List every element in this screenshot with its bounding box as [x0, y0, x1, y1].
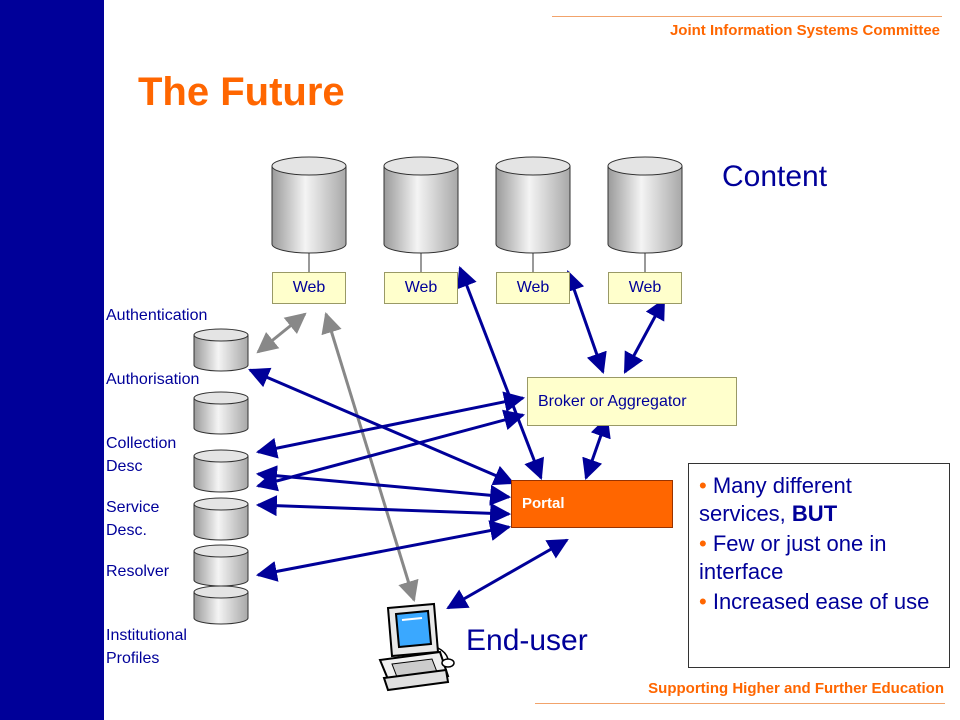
service-label-authorisation: Authorisation [106, 371, 200, 388]
service-database-collection [193, 449, 249, 493]
bullet-marker: • [699, 531, 707, 556]
footer-rule [535, 703, 945, 704]
web-label-1: Web [272, 272, 346, 304]
arrow-portal-enduser [446, 538, 569, 610]
content-database-3 [495, 156, 571, 272]
portal-box: Portal [511, 480, 673, 528]
service-label-collection-desc: Desc [106, 458, 143, 475]
arrow-web4-broker [623, 298, 666, 374]
web-label-4: Web [608, 272, 682, 304]
service-label-authentication: Authentication [106, 307, 208, 324]
bullet-1-emphasis: BUT [791, 501, 838, 526]
web-label-3: Web [496, 272, 570, 304]
service-label-service-desc: Desc. [106, 522, 147, 539]
bullet-marker: • [699, 589, 707, 614]
web-label-2: Web [384, 272, 458, 304]
service-label-profiles: Profiles [106, 650, 160, 667]
bullet-item-2: • Few or just one in interface [699, 530, 939, 586]
content-label: Content [722, 160, 828, 193]
bullet-item-3: • Increased ease of use [699, 588, 939, 616]
service-label-resolver: Resolver [106, 563, 170, 580]
service-database-resolver [193, 544, 249, 587]
bullet-2-text: Few or just one in interface [699, 531, 887, 584]
service-database-service [193, 497, 249, 541]
arrow-service-portal [255, 495, 512, 524]
footer-tagline: Supporting Higher and Further Education [648, 680, 944, 697]
enduser-label: End-user [466, 624, 588, 657]
service-label-institutional: Institutional [106, 627, 187, 644]
service-database-profiles [193, 585, 249, 625]
arrow-resolver-portal [255, 520, 512, 582]
service-label-service: Service [106, 499, 160, 516]
bullet-1-text: Many different services, [699, 473, 852, 526]
content-database-2 [383, 156, 459, 272]
service-database-authentication [193, 328, 249, 372]
header-rule [552, 16, 942, 17]
slide-title: The Future [138, 70, 345, 114]
service-database-authorisation [193, 391, 249, 435]
arrow-service-broker [255, 409, 526, 492]
bullet-item-1: • Many different services, BUT [699, 472, 939, 528]
bullet-3-text: Increased ease of use [712, 589, 930, 614]
arrow-web3-broker [564, 270, 607, 374]
bullet-marker: • [699, 473, 707, 498]
service-label-collection: Collection [106, 435, 177, 452]
content-database-4 [607, 156, 683, 272]
content-database-1 [271, 156, 347, 272]
arrow-broker-portal [582, 416, 611, 480]
broker-box: Broker or Aggregator [527, 377, 737, 426]
computer-user-icon [378, 602, 455, 692]
arrow-web-authentication [256, 312, 307, 354]
header-organisation: Joint Information Systems Committee [669, 22, 940, 39]
bullet-box: • Many different services, BUT • Few or … [688, 463, 950, 668]
left-band [0, 0, 104, 720]
